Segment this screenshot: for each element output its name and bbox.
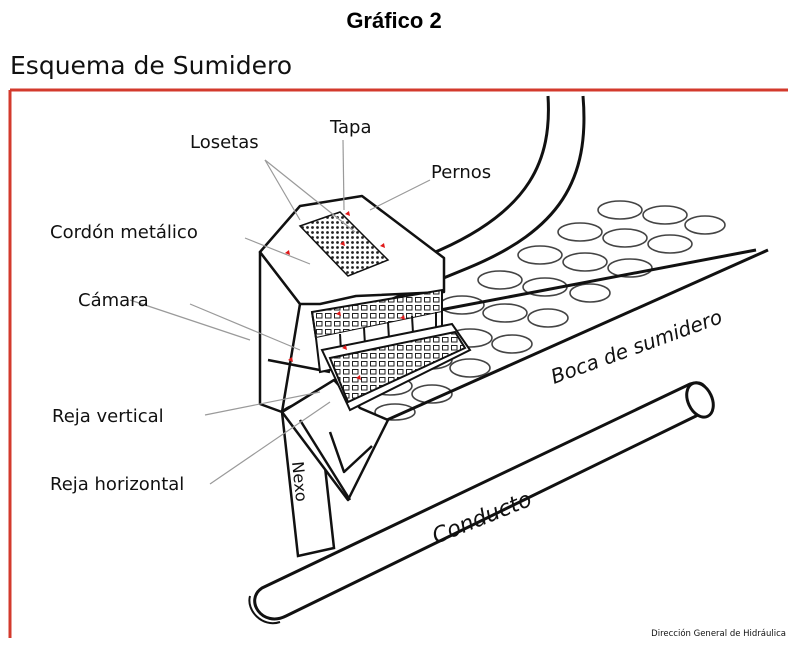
label-pernos: Pernos — [431, 162, 491, 183]
label-nexo: Nexo — [288, 460, 311, 502]
red-markers — [285, 211, 405, 380]
conducto-pipe — [248, 381, 715, 625]
credit-text: Dirección General de Hidráulica — [651, 628, 786, 639]
label-cordon-metalico: Cordón metálico — [50, 222, 198, 243]
diagram-frame — [8, 88, 788, 638]
label-tapa: Tapa — [329, 117, 372, 138]
reja-horizontal-grate — [320, 322, 472, 412]
curb-edge — [377, 248, 769, 426]
label-reja-vertical: Reja vertical — [52, 406, 164, 427]
label-reja-horizontal: Reja horizontal — [50, 474, 184, 495]
label-losetas: Losetas — [190, 132, 259, 153]
diagram-title: Esquema de Sumidero — [10, 51, 292, 80]
label-boca-de-sumidero: Boca de sumidero — [548, 304, 726, 388]
pavement-bricks — [367, 200, 726, 421]
street-curve — [351, 95, 586, 306]
leader-lines — [129, 139, 431, 485]
figure-title: Gráfico 2 — [346, 8, 442, 33]
label-camara: Cámara — [78, 290, 149, 311]
